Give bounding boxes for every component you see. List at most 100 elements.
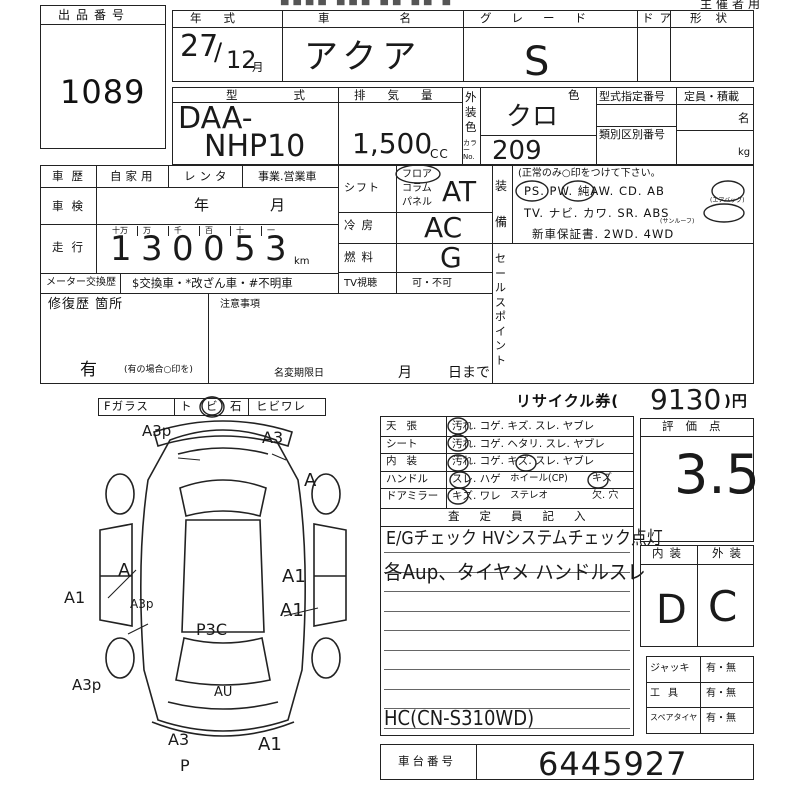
ie-divider — [697, 545, 698, 647]
inspector-line1: E/Gチェック HVシステムチェック点灯 — [386, 528, 663, 549]
car-windshield — [179, 479, 267, 517]
fuel-hand: G — [440, 241, 462, 274]
type-code-label: 型式指定番号 — [599, 90, 665, 103]
mileage-unit-label: 千 — [174, 226, 182, 235]
rear-bumper — [151, 721, 295, 737]
displacement-hand: 1,500 — [352, 127, 433, 160]
color-no-label: カラーNo. — [463, 139, 477, 161]
condition-row-label: ドアミラー — [386, 490, 439, 502]
condition-row-line — [380, 453, 634, 454]
mileage-unit-label: 十万 — [112, 226, 128, 235]
year-label: 年式 — [190, 11, 257, 25]
mileage-digit: 5 — [234, 229, 256, 269]
interior-hand: D — [656, 587, 687, 633]
mileage-unit-label: 百 — [205, 226, 213, 235]
glass-v2 — [248, 398, 249, 416]
condition-row-label: 内装 — [386, 455, 427, 467]
interior-label: 内装 — [652, 546, 687, 560]
mark-a3p-top: A3p — [142, 422, 172, 440]
accessory-label: スペアタイヤ — [650, 713, 698, 722]
tv-value: 可・不可 — [412, 278, 452, 289]
displacement-unit: CC — [430, 147, 449, 161]
year-hand: 27 — [180, 29, 219, 64]
hv3 — [637, 10, 638, 82]
mileage-tick — [168, 226, 169, 236]
condition-row-options: スレ. ハゲ — [452, 472, 501, 485]
inspector-ruled-line — [384, 708, 630, 709]
history-business: 事業.営業車 — [258, 170, 317, 183]
side-right — [313, 523, 347, 627]
inspector-ruled-line — [384, 688, 630, 690]
repair-v — [208, 293, 209, 384]
exterior-hand: C — [708, 582, 738, 631]
meter-options: $交換車・*改ざん車・#不明車 — [132, 276, 293, 290]
inspector-ruled-line — [384, 727, 630, 729]
equip-label-v — [512, 165, 513, 243]
equip-label-2: 備 — [495, 215, 509, 229]
car-name-hand: アクア — [304, 37, 423, 77]
hv2 — [463, 10, 464, 82]
model-table — [172, 87, 754, 165]
mark-a1-right2: A1 — [280, 600, 304, 621]
category-label: 類別区別番号 — [599, 128, 665, 141]
score-label: 評価点 — [662, 419, 733, 433]
inspector-ruled-line — [384, 669, 630, 670]
car-name-label: 車名 — [318, 11, 481, 25]
exterior-label: 外装 — [712, 546, 747, 560]
door-label: ドア — [642, 11, 677, 25]
score-label-line — [640, 436, 754, 437]
history-h1 — [40, 187, 338, 188]
history-private: 自家用 — [110, 169, 157, 183]
inspector-ruled-line — [384, 630, 630, 631]
car-body-outline — [140, 429, 306, 732]
condition-row-label: 天張 — [386, 420, 427, 432]
condition-row-line — [380, 488, 634, 489]
spec-h2 — [338, 243, 754, 244]
condition-row-label: シート — [386, 437, 418, 450]
wheel-front-left — [105, 473, 135, 515]
mark-a3p-bottom: A3p — [72, 676, 102, 694]
history-opt-v2 — [242, 165, 243, 187]
year-slash: / — [214, 38, 224, 66]
condition-row-extra2: 欠. 穴 — [592, 490, 619, 501]
mark-a-right: A — [304, 470, 317, 491]
sales-point-label: セールスポイント — [495, 252, 507, 367]
mv3 — [480, 87, 481, 165]
equip-line1: PS. PW. 純AW. CD. AB — [524, 184, 665, 198]
history-h4 — [40, 293, 492, 294]
equip-note: (正常のみ○印をつけて下さい。 — [518, 168, 661, 179]
glass-opt-0: ト — [180, 399, 193, 413]
car-hood — [177, 447, 269, 455]
condition-label-divider — [446, 416, 447, 508]
color-divider — [480, 135, 596, 136]
mark-a1-left: A1 — [64, 588, 86, 607]
mileage-digit: 3 — [141, 229, 163, 269]
wheel-rear-right — [311, 637, 341, 679]
mileage-unit-label: 万 — [143, 226, 151, 235]
condition-row-options: キズ. ワレ — [452, 490, 501, 502]
shift-label: シフト — [344, 181, 380, 194]
ext-label-1: 外 — [465, 90, 478, 104]
accessory-value: 有・無 — [706, 663, 736, 674]
condition-row-options: 汚れ. コゲ. キズ. スレ. ヤブレ — [452, 420, 595, 432]
front-bumper — [153, 420, 293, 448]
repair-label: 修復歴 箇所 — [48, 297, 124, 312]
condition-row-options: 汚れ. コゲ. キズ. スレ. ヤブレ — [452, 455, 595, 467]
history-rental: レンタ — [184, 169, 231, 183]
mh-right1 — [596, 104, 754, 105]
color-hand: クロ — [506, 102, 559, 132]
inspector-label-line — [380, 526, 634, 527]
spec-left-v — [338, 165, 339, 293]
inspector-top — [380, 508, 634, 509]
mileage-digit: 1 — [110, 229, 132, 269]
mark-a1-right: A1 — [282, 566, 306, 587]
grade-label: グレード — [480, 11, 606, 25]
repair-note: (有の場合○印を) — [124, 365, 193, 375]
chassis-label: 車台番号 — [398, 754, 456, 768]
condition-row-line — [380, 435, 634, 437]
hv1 — [282, 10, 283, 82]
mark-a3-bottom: A3 — [168, 730, 190, 749]
fuel-label: 燃料 — [344, 250, 379, 264]
equip-line3: 新車保証書. 2WD. 4WD — [532, 227, 675, 241]
score-box — [640, 418, 754, 542]
